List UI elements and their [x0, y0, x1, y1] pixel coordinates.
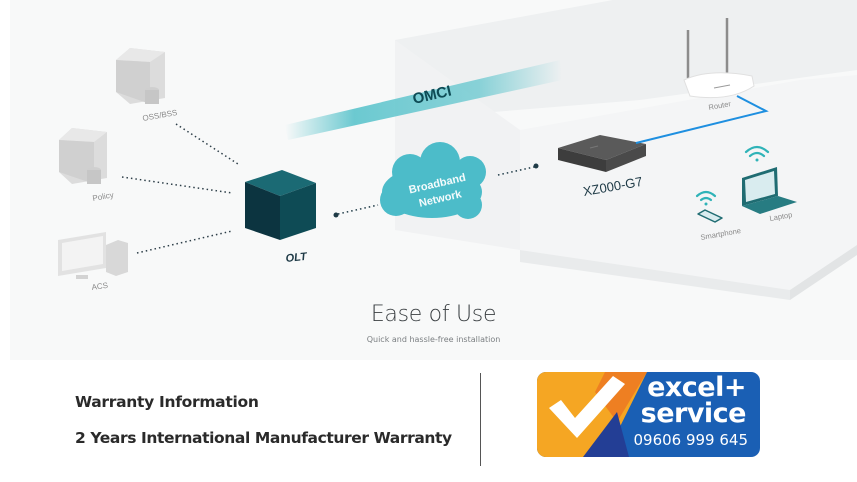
- smartphone-icon: [697, 209, 723, 223]
- smartphone-wifi-icon: [695, 190, 717, 206]
- omci-band: OMCI: [285, 60, 562, 140]
- warranty-heading: Warranty Information: [75, 393, 259, 411]
- acs-label: ACS: [91, 281, 109, 292]
- policy-server-icon: [59, 128, 107, 184]
- feature-title: Ease of Use: [370, 302, 497, 327]
- olt-cloud-link: [333, 204, 379, 218]
- onu-device-icon: [558, 135, 646, 172]
- router-icon: [683, 18, 755, 99]
- onu-router-link: [635, 95, 769, 144]
- oss-bss-label: OSS/BSS: [142, 108, 178, 123]
- badge-phone[interactable]: 09606 999 645: [633, 431, 748, 449]
- network-diagram: OMCI OSS/BSS Policy ACS: [58, 0, 857, 300]
- cloud-onu-link: [497, 163, 539, 176]
- olt-label: OLT: [285, 251, 309, 265]
- laptop-label: Laptop: [769, 210, 793, 223]
- broadband-cloud-icon: [380, 142, 486, 219]
- product-banner: OMCI OSS/BSS Policy ACS: [10, 0, 857, 360]
- laptop-icon: [742, 167, 797, 214]
- checkmark-icon: [549, 376, 625, 438]
- policy-label: Policy: [92, 190, 115, 203]
- badge-brand-line2: service: [640, 398, 747, 429]
- badge-brand-line1: excel+: [647, 372, 746, 403]
- laptop-wifi-icon: [744, 145, 770, 162]
- acs-computer-icon: [58, 232, 128, 279]
- section-divider: [480, 373, 481, 466]
- olt-device-icon: [245, 170, 316, 240]
- oss-bss-server-icon: [116, 48, 165, 104]
- badge-background: [537, 372, 760, 457]
- feature-subtitle: Quick and hassle-free installation: [366, 335, 501, 344]
- warranty-section: Warranty Information 2 Years Internation…: [75, 393, 452, 447]
- router-label: Router: [708, 99, 732, 112]
- warranty-text: 2 Years International Manufacturer Warra…: [75, 429, 452, 447]
- management-links: [121, 123, 239, 254]
- excel-service-badge: excel+ service 09606 999 645: [537, 372, 760, 457]
